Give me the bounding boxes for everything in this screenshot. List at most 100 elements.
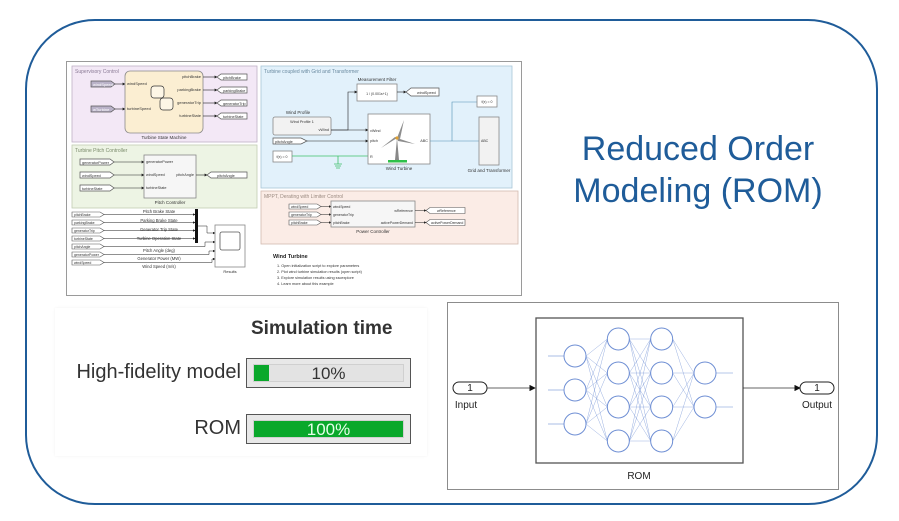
from-windspeed[interactable]: windSpeed — [79, 171, 115, 179]
from-scope-turbinestate[interactable]: turbineState — [71, 235, 105, 242]
nn-connection — [585, 406, 608, 425]
svg-text:windSpeed: windSpeed — [333, 205, 350, 209]
from-mppt-pitchbrake[interactable]: pitchBrake — [288, 219, 322, 226]
rom-subsystem-block[interactable] — [535, 317, 744, 464]
simulink-model-svg: Supervisory Control windSpeed wTurbine w… — [71, 65, 519, 286]
goto-turbinestate[interactable]: turbineState — [216, 112, 248, 120]
nn-connection — [629, 338, 651, 374]
wind-profile-block[interactable]: Wind Profile 1 vWind — [272, 116, 332, 136]
svg-text:generatorTrip: generatorTrip — [291, 213, 312, 217]
from-generatorpower[interactable]: generatorPower — [79, 158, 115, 166]
pitch-controller-block[interactable]: generatorPower windSpeed turbineState pi… — [143, 154, 197, 205]
svg-text:wTurbine: wTurbine — [93, 107, 110, 112]
svg-text:generatorTrip: generatorTrip — [177, 100, 202, 105]
from-turbinestate[interactable]: turbineState — [79, 184, 115, 192]
goto-activepowerdemand[interactable]: activePowerDemand — [425, 219, 466, 226]
from-scope-generatortrip[interactable]: generatorTrip — [71, 227, 105, 234]
nn-connection — [585, 372, 608, 425]
svg-text:Pitch Angle (deg): Pitch Angle (deg) — [143, 248, 175, 253]
svg-text:generatorPower: generatorPower — [146, 160, 174, 164]
svg-text:Wind Profile 1: Wind Profile 1 — [290, 120, 314, 124]
svg-text:f(x) = 0: f(x) = 0 — [482, 100, 493, 104]
svg-text:pitch: pitch — [370, 139, 378, 143]
power-controller-block[interactable]: windSpeed generatorTrip pitchBrake wRefe… — [330, 200, 416, 234]
svg-text:pitchBrake: pitchBrake — [74, 213, 91, 217]
mux-block[interactable] — [195, 209, 198, 243]
neural-network-icon — [548, 327, 733, 453]
svg-text:Wind Turbine: Wind Turbine — [273, 254, 308, 260]
fx-constraint-block[interactable]: f(x) = 0 — [272, 150, 293, 163]
svg-text:vWind: vWind — [370, 129, 381, 133]
from-mppt-windspeed[interactable]: windSpeed — [288, 203, 322, 210]
note-link-4[interactable]: 4. Learn more about this example — [277, 282, 334, 286]
nn-connection — [672, 372, 695, 442]
svg-text:windSpeed: windSpeed — [93, 82, 113, 87]
inport-wturbine[interactable]: wTurbine — [90, 105, 116, 113]
svg-text:Generator Power (MW): Generator Power (MW) — [137, 256, 181, 261]
nn-connection — [585, 338, 608, 425]
simulink-model-canvas: Supervisory Control windSpeed wTurbine w… — [66, 61, 522, 296]
nn-connection — [629, 406, 651, 442]
output-port[interactable]: 1 — [799, 381, 835, 395]
grid-fx-block[interactable]: f(x) = 0 — [476, 95, 498, 108]
slide-title-line1: Reduced Order — [581, 130, 815, 168]
svg-text:wReference: wReference — [394, 209, 413, 213]
svg-text:turbineState: turbineState — [82, 187, 102, 191]
scope-inputs: pitchBrake parkingBrake generatorTrip tu… — [71, 211, 105, 266]
svg-text:Wind Turbine: Wind Turbine — [386, 166, 413, 171]
svg-text:generatorPower: generatorPower — [74, 253, 100, 257]
nn-connection — [672, 338, 695, 374]
note-link-3[interactable]: 3. Explore simulation results using ssce… — [277, 276, 354, 280]
goto-pitchbrake[interactable]: pitchBrake — [216, 73, 248, 81]
goto-parkingbrake[interactable]: parkingBrake — [216, 86, 248, 94]
from-scope-windspeed[interactable]: windSpeed — [71, 259, 105, 266]
nn-neuron-layer-4 — [693, 361, 717, 385]
from-pitchangle[interactable]: pitchAngle — [272, 137, 308, 145]
grid-transformer-block[interactable]: ABC Grid and Transformer — [468, 116, 511, 173]
goto-windspeed[interactable]: windSpeed — [405, 87, 440, 97]
area-mppt: MPPT, Derating with Limiter Control wind… — [260, 190, 519, 245]
from-scope-parkingbrake[interactable]: parkingBrake — [71, 219, 105, 226]
nn-neuron-layer-1 — [563, 412, 587, 436]
svg-text:pitchAngle: pitchAngle — [275, 140, 293, 144]
goto-from-windspeed[interactable]: windSpeed — [90, 80, 116, 88]
nn-neuron-layer-2 — [606, 327, 630, 351]
svg-text:pitchBrake: pitchBrake — [223, 76, 241, 80]
rom-progress-bar: 100% — [246, 414, 411, 444]
goto-generatortrip[interactable]: generatorTrip — [216, 99, 248, 107]
measurement-filter-block[interactable]: 1 / (0.001s+1) — [356, 83, 398, 102]
supervisory-outputs: pitchBrake parkingBrake generatorTrip tu… — [203, 73, 248, 120]
svg-text:turbineState: turbineState — [179, 113, 201, 118]
svg-text:parkingBrake: parkingBrake — [223, 89, 245, 93]
goto-pitchangle[interactable]: pitchAngle — [206, 171, 248, 179]
wind-turbine-block[interactable]: vWind pitch R ABC Wind Turbine — [367, 113, 431, 171]
turbine-state-machine-chart[interactable]: windSpeed turbineSpeed pitchBrake parkin… — [124, 70, 204, 140]
svg-text:windSpeed: windSpeed — [82, 174, 101, 178]
hf-model-progress-bar: 10% — [246, 358, 411, 388]
nn-neuron-layer-3 — [650, 429, 674, 453]
from-scope-pitchbrake[interactable]: pitchBrake — [71, 211, 105, 218]
nn-connection — [629, 338, 651, 442]
results-scope-block[interactable]: Results — [214, 224, 246, 274]
svg-text:1 / (0.001s+1): 1 / (0.001s+1) — [366, 92, 388, 96]
svg-text:generatorTrip: generatorTrip — [333, 213, 354, 217]
nn-connection — [629, 338, 651, 408]
svg-text:1: 1 — [467, 383, 473, 394]
input-port[interactable]: 1 — [452, 381, 488, 395]
note-link-2[interactable]: 2. Plot wind turbine simulation results … — [277, 270, 363, 274]
svg-text:activePowerDemand: activePowerDemand — [381, 221, 413, 225]
svg-text:Results: Results — [223, 269, 236, 274]
goto-wreference[interactable]: wReference — [425, 207, 466, 214]
rom-label: ROM — [194, 417, 241, 439]
nn-neuron-layer-1 — [563, 344, 587, 368]
svg-text:pitchBrake: pitchBrake — [291, 221, 308, 225]
note-link-1[interactable]: 1. Open initialization script to explore… — [277, 264, 359, 268]
from-scope-pitchangle[interactable]: pitchAngle — [71, 243, 105, 250]
from-scope-generatorpower[interactable]: generatorPower — [71, 251, 105, 258]
from-mppt-generatortrip[interactable]: generatorTrip — [288, 211, 322, 218]
svg-text:1: 1 — [814, 383, 820, 394]
svg-text:Parking Brake State: Parking Brake State — [140, 218, 178, 223]
svg-text:parkingBrake: parkingBrake — [74, 221, 95, 225]
nn-neuron-layer-2 — [606, 429, 630, 453]
wind-turbine-icon — [381, 120, 415, 163]
